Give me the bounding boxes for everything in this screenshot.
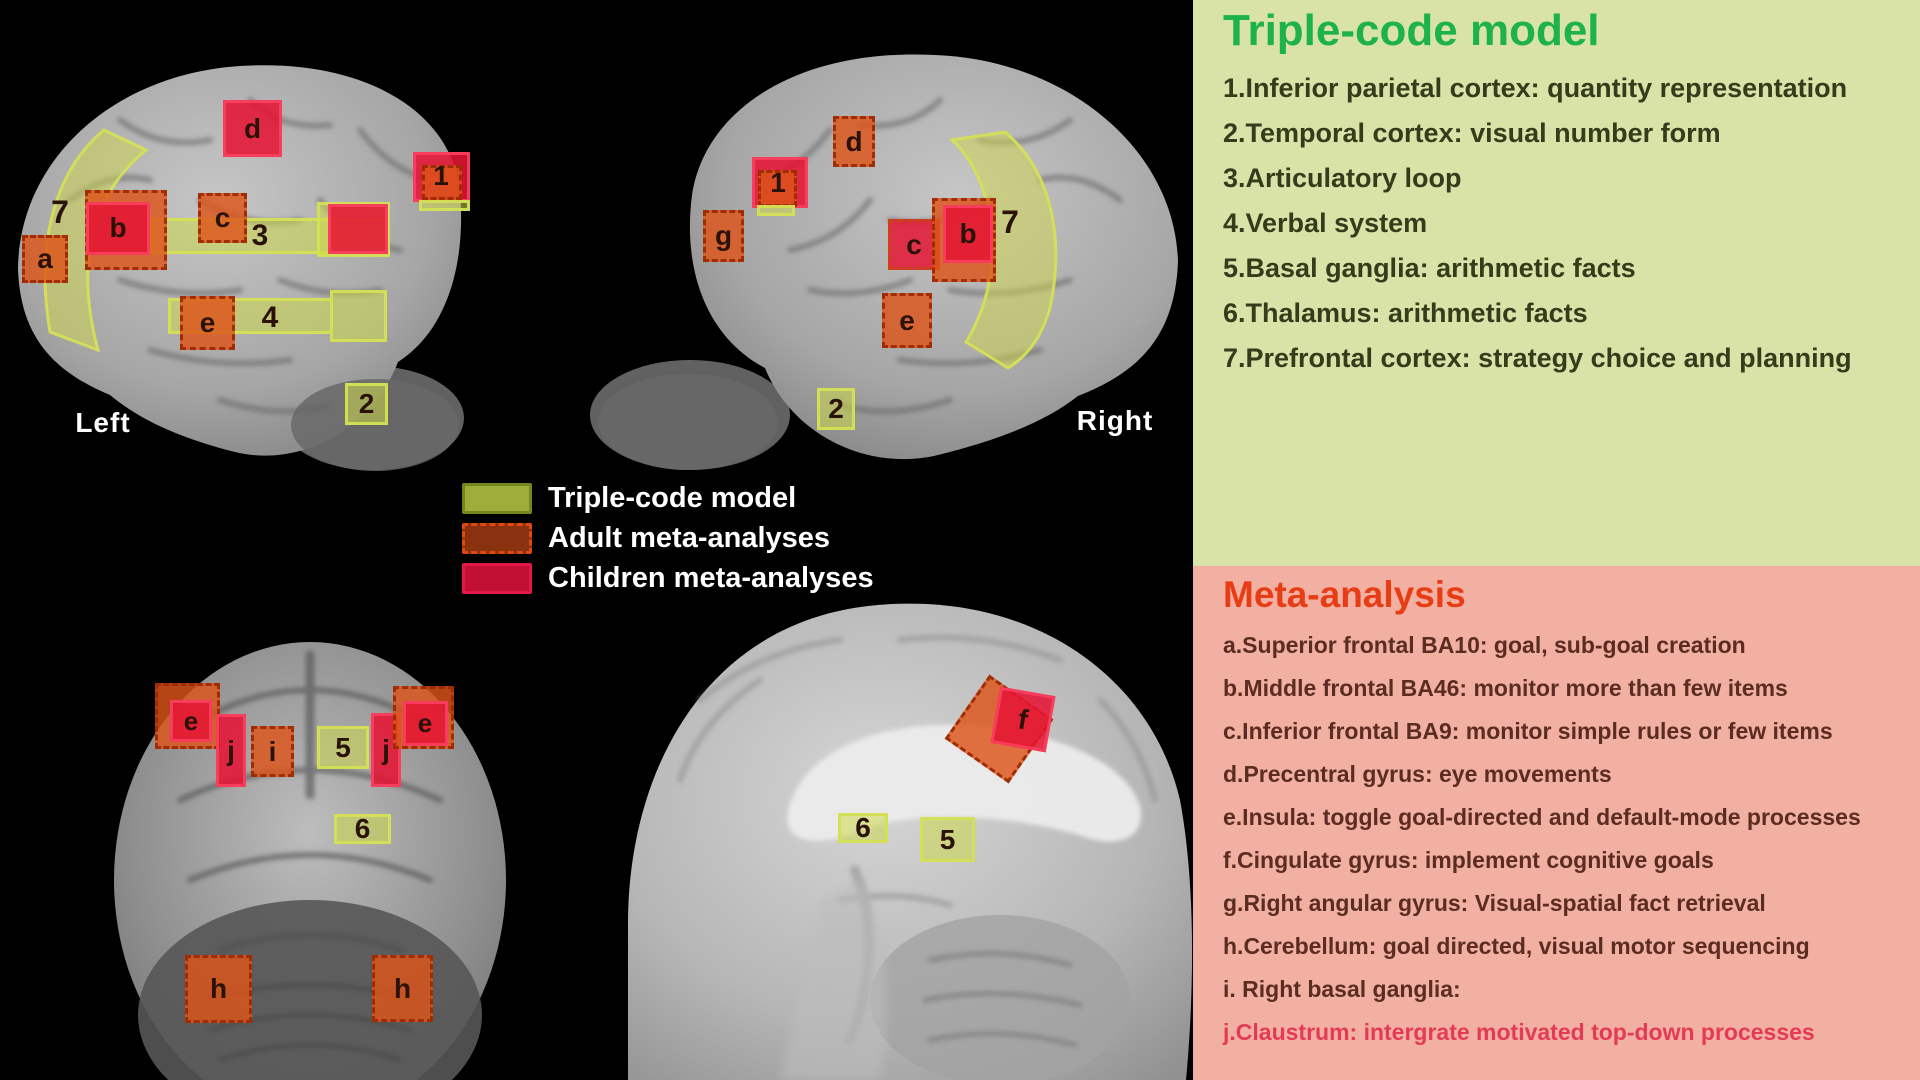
legend-label-children: Children meta-analyses: [548, 562, 874, 594]
triple-code-item: 4.Verbal system: [1223, 208, 1428, 238]
triple-code-item: 3.Articulatory loop: [1223, 163, 1462, 193]
marker-box-6-axial: 6: [334, 814, 391, 844]
legend-label-adult: Adult meta-analyses: [548, 522, 831, 554]
marker-tab-1-left: [419, 200, 470, 211]
brain-left-lateral: [18, 65, 464, 471]
meta-analysis-item: a.Superior frontal BA10: goal, sub-goal …: [1223, 632, 1746, 658]
marker-box-j-left: j: [216, 714, 246, 787]
marker-bar-4-end: [330, 290, 387, 342]
meta-analysis-item: c.Inferior frontal BA9: monitor simple r…: [1223, 718, 1833, 744]
marker-box-f: f: [990, 686, 1056, 753]
meta-analysis-item: j.Claustrum: intergrate motivated top-do…: [1223, 1019, 1815, 1045]
marker-prefrontal-7-label-left: 7: [51, 194, 69, 230]
meta-analysis-item: f.Cingulate gyrus: implement cognitive g…: [1223, 847, 1714, 873]
triple-code-item: 2.Temporal cortex: visual number form: [1223, 118, 1721, 148]
meta-analysis-item: i. Right basal ganglia:: [1223, 976, 1461, 1002]
legend-swatch-adult: [462, 523, 532, 554]
meta-analysis-item: b.Middle frontal BA46: monitor more than…: [1223, 675, 1788, 701]
marker-box-e-axial-left: [170, 700, 212, 742]
meta-analysis-item: e.Insula: toggle goal-directed and defau…: [1223, 804, 1861, 830]
marker-box-h-left: h: [185, 955, 252, 1023]
marker-prefrontal-7-label-right: 7: [1001, 204, 1019, 240]
marker-box-2-right: 2: [817, 388, 855, 430]
marker-label-e-axial-right: e: [417, 708, 433, 738]
marker-box-1-left-inner: [422, 165, 462, 200]
meta-analysis-list: a.Superior frontal BA10: goal, sub-goal …: [1223, 624, 1920, 1054]
marker-label-1-right: 1: [770, 167, 786, 198]
marker-box-e-axial-right: [403, 701, 448, 746]
legend-row-adult: Adult meta-analyses: [462, 522, 874, 555]
meta-analysis-item: h.Cerebellum: goal directed, visual moto…: [1223, 933, 1810, 959]
legend-label-triple-code: Triple-code model: [548, 482, 797, 514]
marker-label-b-left: b: [109, 212, 127, 243]
triple-code-list: 1.Inferior parietal cortex: quantity rep…: [1223, 66, 1920, 381]
marker-box-5-sagittal: 5: [920, 817, 975, 862]
marker-box-a: a: [22, 235, 68, 283]
meta-analysis-item: d.Precentral gyrus: eye movements: [1223, 761, 1612, 787]
marker-box-3-red: [328, 204, 388, 254]
marker-box-h-right: h: [372, 955, 433, 1022]
marker-tab-1-right: [757, 205, 795, 216]
legend-row-triple-code: Triple-code model: [462, 482, 874, 515]
marker-label-3: 3: [251, 219, 269, 252]
triple-code-item: 6.Thalamus: arithmetic facts: [1223, 298, 1588, 328]
brain-sagittal: [628, 603, 1193, 1080]
marker-box-c-left: c: [198, 193, 247, 243]
meta-analysis-title: Meta-analysis: [1223, 574, 1466, 615]
marker-box-b-right: [943, 205, 993, 263]
marker-label-e-axial-left: e: [183, 706, 199, 736]
legend-swatch-triple-code: [462, 483, 532, 514]
legend-swatch-children: [462, 563, 532, 594]
marker-box-d-left: d: [223, 100, 282, 157]
brain-right-lateral: [590, 54, 1178, 470]
marker-box-b-left: [86, 202, 150, 255]
marker-box-e-left-lat: e: [180, 296, 235, 350]
marker-box-c-right: c: [888, 219, 940, 270]
marker-box-i: i: [251, 726, 294, 777]
meta-analysis-panel: Meta-analysis a.Superior frontal BA10: g…: [1193, 566, 1920, 1080]
meta-analysis-item: g.Right angular gyrus: Visual-spatial fa…: [1223, 890, 1766, 916]
marker-box-6-sagittal: 6: [838, 813, 888, 843]
marker-box-g: g: [703, 210, 744, 262]
marker-caption-left: Left: [75, 407, 131, 438]
legend: Triple-code model Adult meta-analyses Ch…: [462, 482, 874, 595]
marker-box-d-right: d: [833, 116, 875, 167]
marker-box-2-left: 2: [345, 383, 388, 425]
triple-code-title: Triple-code model: [1223, 6, 1600, 55]
marker-label-b-right: b: [959, 218, 977, 249]
triple-code-item: 7.Prefrontal cortex: strategy choice and…: [1223, 343, 1852, 373]
marker-label-1-left: 1: [433, 160, 449, 191]
marker-caption-right: Right: [1076, 405, 1154, 436]
marker-label-4: 4: [261, 301, 279, 334]
triple-code-item: 5.Basal ganglia: arithmetic facts: [1223, 253, 1636, 283]
legend-row-children: Children meta-analyses: [462, 562, 874, 595]
marker-box-e-right-lat: e: [882, 293, 932, 348]
triple-code-panel: Triple-code model 1.Inferior parietal co…: [1193, 0, 1920, 566]
triple-code-item: 1.Inferior parietal cortex: quantity rep…: [1223, 73, 1848, 103]
marker-box-5-axial: 5: [317, 726, 369, 769]
